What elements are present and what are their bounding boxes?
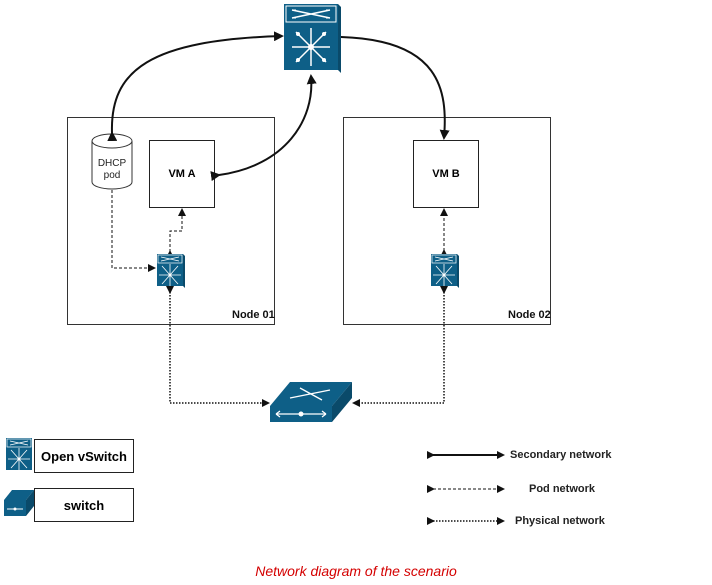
- vm-b: VM B: [413, 140, 479, 208]
- dhcp-pod-label: DHCP pod: [92, 158, 132, 182]
- vm-a: VM A: [149, 140, 215, 208]
- legend-switch-icon: [4, 490, 34, 516]
- legend-secondary-text: Secondary network: [510, 449, 612, 461]
- secondary-link-vma: [210, 74, 317, 182]
- ovs-top-icon: [284, 4, 341, 73]
- legend-pod-text: Pod network: [529, 483, 596, 495]
- pod-link-vma: [166, 208, 186, 258]
- pod-link-dhcp: [111, 190, 156, 272]
- ovs-node01-icon: [157, 254, 185, 288]
- dhcp-line1: DHCP: [97, 158, 127, 169]
- physical-link-node02: [352, 286, 448, 407]
- node-02-label: Node 02: [508, 309, 551, 321]
- legend-ovs-label: Open vSwitch: [34, 439, 134, 473]
- legend-ovs-icon: [6, 438, 32, 470]
- legend-switch-label: switch: [34, 488, 134, 522]
- dhcp-line2: pod: [103, 170, 121, 181]
- legend-physical-text: Physical network: [515, 515, 605, 527]
- secondary-link-dhcp: [107, 31, 284, 142]
- physical-switch-icon: [270, 382, 352, 422]
- ovs-node02-icon: [431, 254, 459, 288]
- secondary-link-nodeb: [332, 31, 450, 140]
- diagram-caption: Network diagram of the scenario: [255, 563, 457, 579]
- physical-link-node01: [166, 286, 270, 407]
